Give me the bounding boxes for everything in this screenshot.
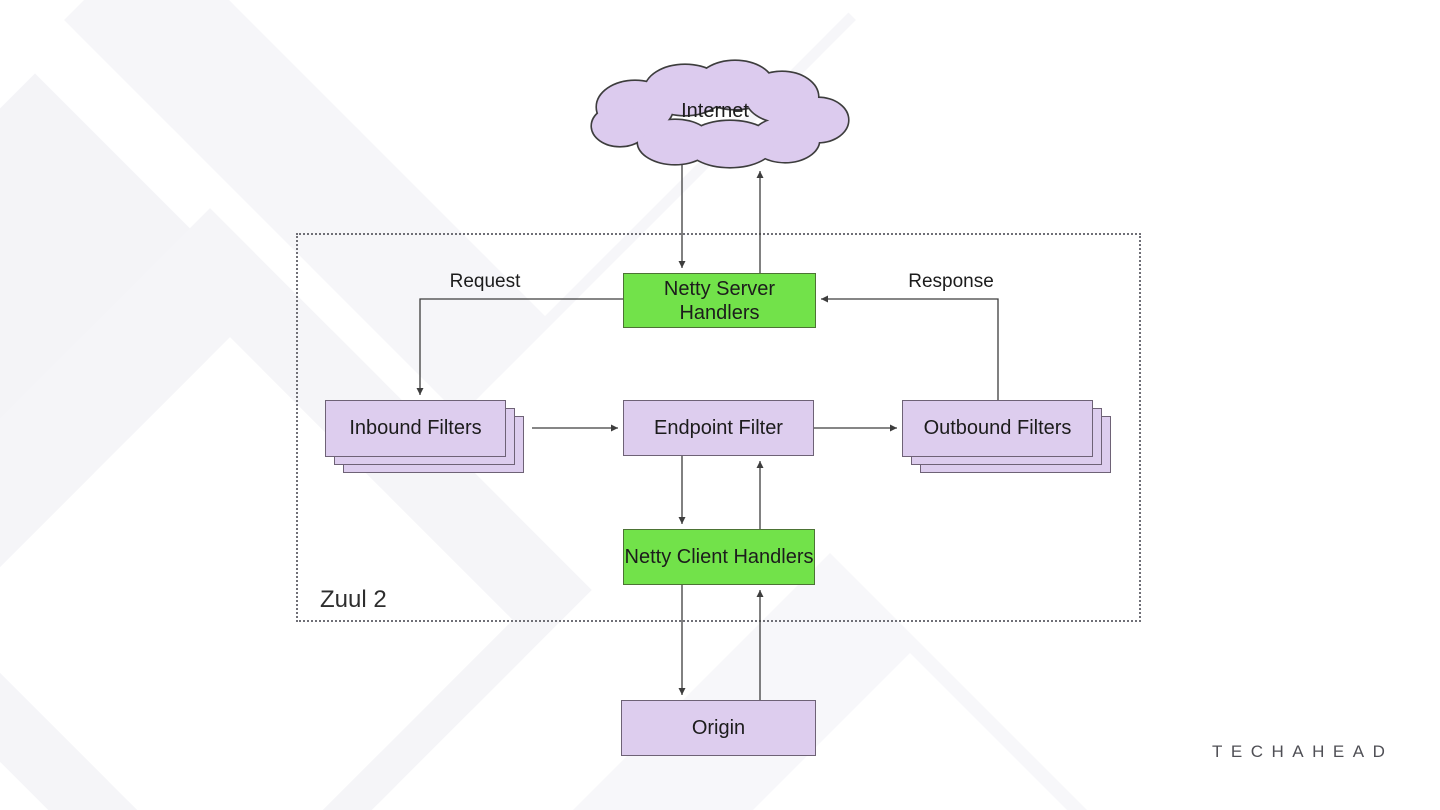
edge-response-outbound-to-server (821, 295, 999, 400)
response-edge-label: Response (908, 271, 994, 292)
node-netty-client-handlers: Netty Client Handlers (623, 529, 815, 585)
zuul2-zone-label: Zuul 2 (320, 586, 387, 613)
node-label: Origin (691, 717, 746, 739)
node-netty-server-handlers: Netty Server Handlers (623, 273, 816, 328)
zuul2-zone: Zuul 2 (296, 233, 1141, 622)
internet-label: Internet (681, 100, 749, 122)
request-edge-label: Request (449, 271, 521, 292)
stack-front: Outbound Filters (902, 400, 1093, 457)
node-label: Inbound Filters (349, 417, 482, 439)
node-label: Endpoint Filter (654, 417, 783, 439)
edge-request-server-to-inbound (416, 298, 623, 395)
node-label: Netty Server Handlers (663, 277, 776, 324)
node-endpoint-filter: Endpoint Filter (623, 400, 814, 456)
node-inbound-filters: Inbound Filters (325, 400, 524, 473)
techahead-watermark: TECHAHEAD (1212, 742, 1394, 761)
node-label: Netty Client Handlers (624, 546, 814, 568)
node-outbound-filters: Outbound Filters (902, 400, 1111, 473)
stack-front: Inbound Filters (325, 400, 506, 457)
node-origin: Origin (621, 700, 816, 756)
node-label: Outbound Filters (923, 417, 1072, 439)
